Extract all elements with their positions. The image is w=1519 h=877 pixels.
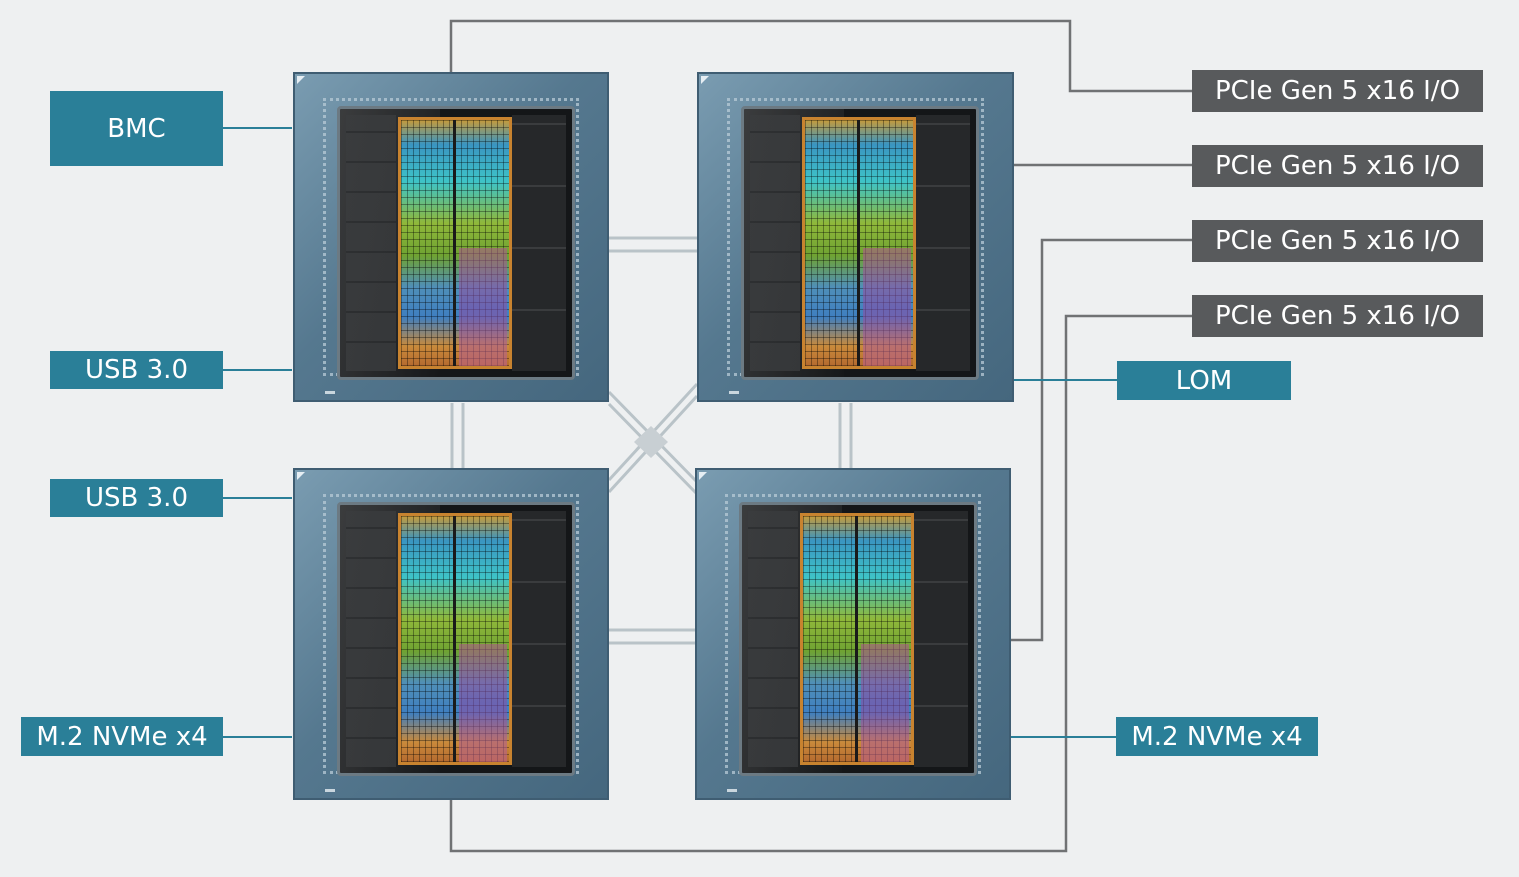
pcie-label-4: PCIe Gen 5 x16 I/O: [1192, 295, 1483, 337]
bmc-label: BMC: [50, 91, 223, 166]
pcie-label-1: PCIe Gen 5 x16 I/O: [1192, 70, 1483, 112]
cpu-socket-top-left: [293, 72, 609, 402]
cpu-socket-top-right: [697, 72, 1014, 402]
nvme-label-left: M.2 NVMe x4: [21, 717, 223, 756]
pcie-label-2: PCIe Gen 5 x16 I/O: [1192, 145, 1483, 187]
wire-pcie-3: [1011, 238, 1192, 642]
wire-pcie-1: [449, 19, 1192, 93]
lom-label: LOM: [1117, 361, 1291, 400]
crosspoint: [634, 426, 668, 458]
usb-label-top: USB 3.0: [50, 351, 223, 389]
cpu-socket-bottom-left: [293, 468, 609, 800]
nvme-label-right: M.2 NVMe x4: [1116, 717, 1318, 756]
pcie-label-3: PCIe Gen 5 x16 I/O: [1192, 220, 1483, 262]
usb-label-bottom: USB 3.0: [50, 479, 223, 517]
cpu-socket-bottom-right: [695, 468, 1011, 800]
wire-pcie-4: [449, 314, 1192, 853]
